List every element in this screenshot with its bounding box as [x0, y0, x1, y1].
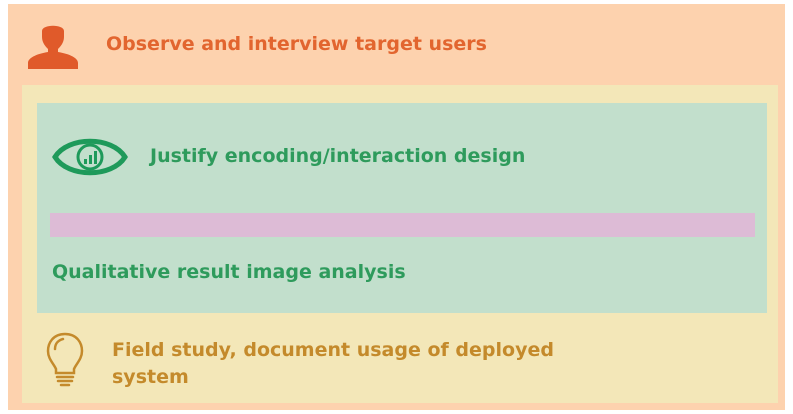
justify-layer-box	[37, 103, 767, 313]
lightbulb-icon	[46, 332, 84, 387]
eye-chart-icon	[52, 138, 128, 176]
justify-label: Justify encoding/interaction design	[150, 145, 526, 167]
algorithm-layer-bar	[50, 213, 755, 237]
observe-label: Observe and interview target users	[106, 33, 487, 55]
qualitative-analysis-label: Qualitative result image analysis	[52, 261, 406, 283]
person-icon	[28, 25, 78, 69]
field-study-label: Field study, document usage of deployed …	[112, 339, 554, 388]
